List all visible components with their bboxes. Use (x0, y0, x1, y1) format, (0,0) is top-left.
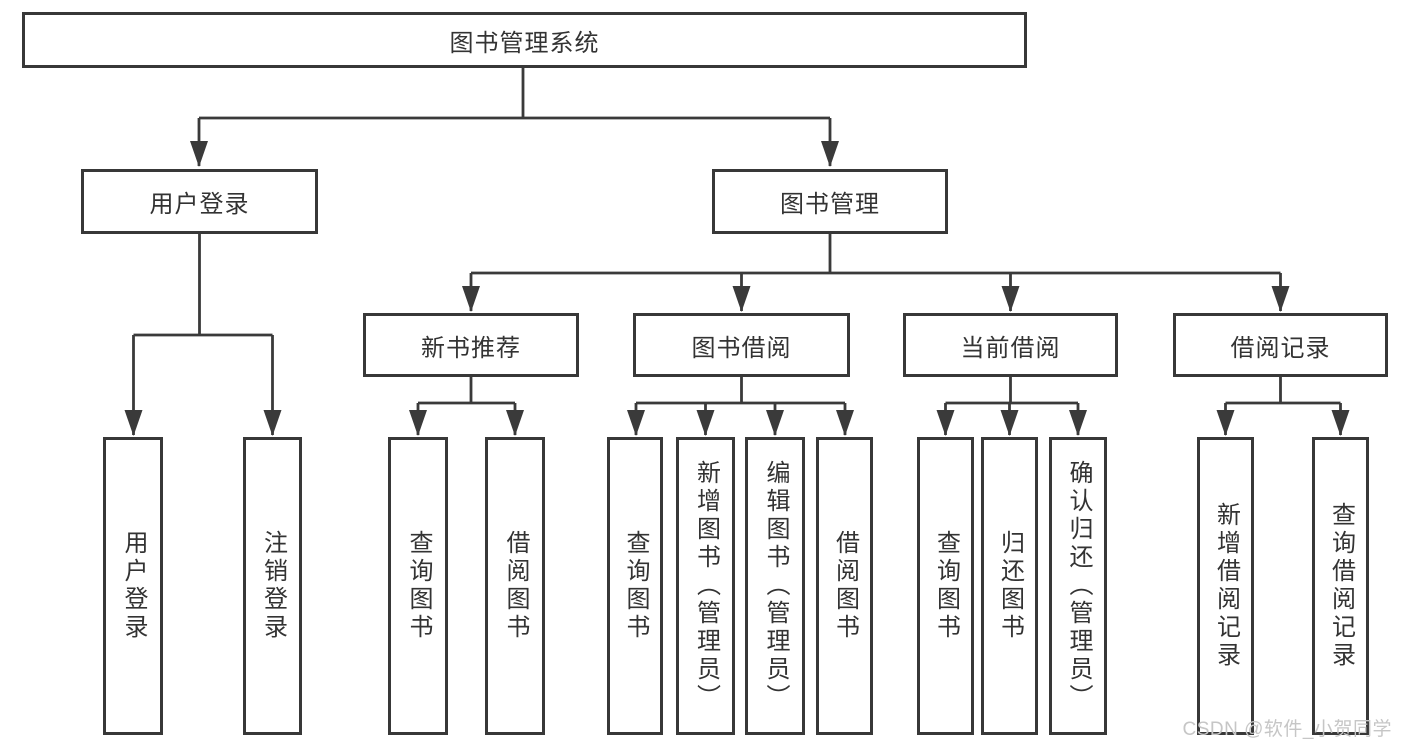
connector-current-borrowing (936, 377, 1087, 436)
connector-user-login (124, 234, 282, 436)
leaf-add-borrow-record: 新增借阅记录 (1197, 437, 1254, 735)
node-label: 新书推荐 (421, 334, 521, 362)
leaf-edit-books-admin: 编辑图书（管理员） (745, 437, 805, 735)
leaf-label: 查询图书 (405, 530, 432, 642)
node-label: 借阅记录 (1230, 334, 1331, 362)
node-new-book-recommendation: 新书推荐 (363, 313, 579, 377)
leaf-query-books-recommend: 查询图书 (388, 437, 448, 735)
leaf-query-borrow-record: 查询借阅记录 (1312, 437, 1369, 735)
leaf-label: 确认归还（管理员） (1065, 460, 1092, 712)
node-book-management: 图书管理 (712, 169, 948, 234)
leaf-label: 新增借阅记录 (1212, 502, 1240, 670)
connector-book-management (462, 234, 1290, 312)
leaf-label: 查询图书 (932, 530, 960, 642)
node-borrowing-records: 借阅记录 (1173, 313, 1388, 377)
leaf-return-books: 归还图书 (981, 437, 1038, 735)
leaf-confirm-return-admin: 确认归还（管理员） (1049, 437, 1107, 735)
connector-borrowing-records (1216, 377, 1350, 436)
node-current-borrowing: 当前借阅 (903, 313, 1118, 377)
leaf-label: 查询图书 (622, 530, 649, 642)
node-label: 图书管理 (780, 191, 880, 218)
leaf-label: 归还图书 (996, 530, 1024, 642)
node-label: 当前借阅 (960, 334, 1061, 362)
node-library-management-system: 图书管理系统 (22, 12, 1027, 68)
leaf-query-books-borrowing: 查询图书 (607, 437, 663, 735)
leaf-borrow-books-borrowing: 借阅图书 (816, 437, 873, 735)
connector-book-borrowing (627, 377, 854, 436)
node-book-borrowing: 图书借阅 (633, 313, 850, 377)
node-label: 用户登录 (149, 191, 250, 218)
leaf-label: 查询借阅记录 (1327, 502, 1355, 670)
leaf-query-books-current: 查询图书 (917, 437, 974, 735)
node-user-login: 用户登录 (81, 169, 318, 234)
leaf-label: 编辑图书（管理员） (762, 460, 789, 712)
leaf-add-books-admin: 新增图书（管理员） (676, 437, 735, 735)
leaf-user-login: 用户登录 (103, 437, 163, 735)
leaf-label: 注销登录 (259, 530, 287, 642)
leaf-label: 新增图书（管理员） (692, 460, 720, 712)
leaf-borrow-books-recommend: 借阅图书 (485, 437, 545, 735)
node-label: 图书借阅 (691, 334, 792, 362)
watermark-csdn: CSDN @软件_小贺同学 (1182, 719, 1392, 740)
leaf-logout: 注销登录 (243, 437, 302, 735)
leaf-label: 借阅图书 (502, 530, 529, 642)
leaf-label: 借阅图书 (831, 530, 859, 642)
node-label: 图书管理系统 (449, 29, 600, 57)
connector-new-book-recommendation (409, 377, 524, 436)
connector-root (190, 68, 839, 167)
leaf-label: 用户登录 (120, 530, 147, 642)
